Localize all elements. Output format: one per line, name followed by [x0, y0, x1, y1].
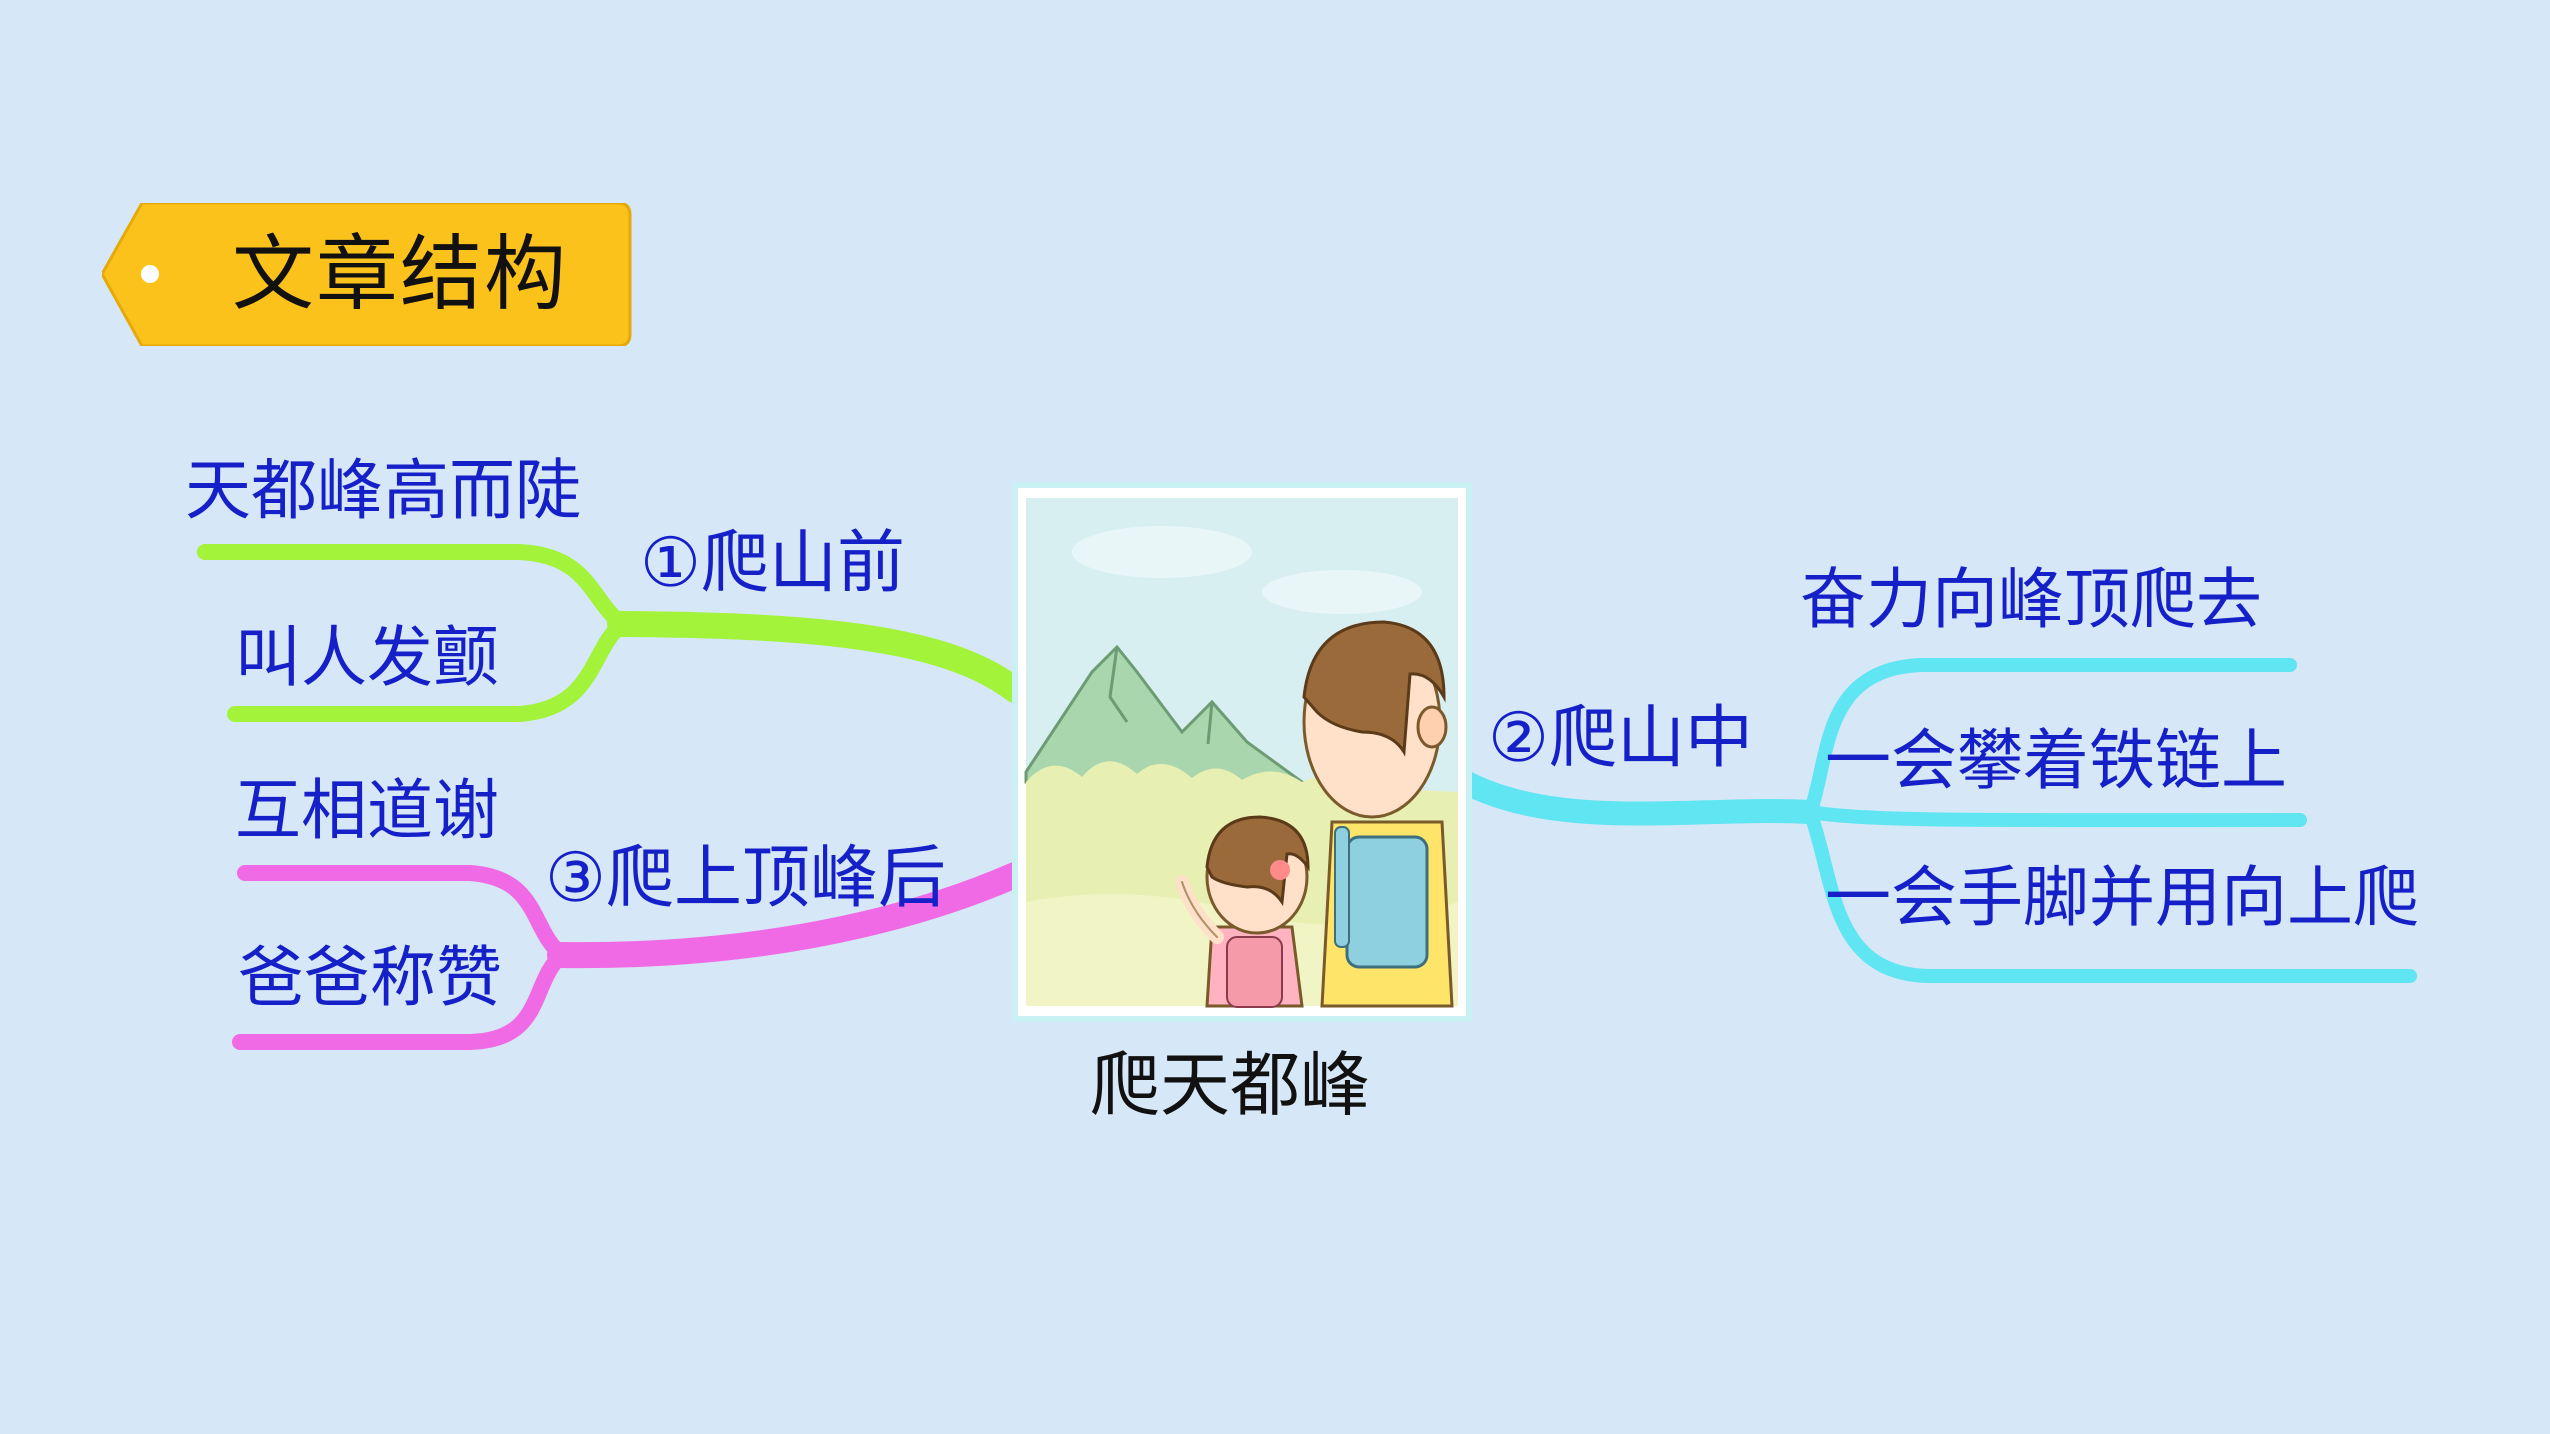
branch-3-main-stroke	[547, 862, 1028, 969]
branch-3-leaf-2-stroke	[232, 947, 570, 1050]
branch-3-leaf-1: 互相道谢	[235, 772, 499, 849]
branch-1-main-stroke	[607, 611, 1028, 703]
branch-2-leaf-1-stroke	[1803, 658, 2297, 819]
branch-2-leaf-3: 一会手脚并用向上爬	[1825, 859, 2419, 936]
branch-3-label: ③爬上顶峰后	[545, 839, 946, 918]
center-title: 爬天都峰	[1090, 1044, 1370, 1126]
branch-2-leaf-2-stroke	[1803, 805, 2307, 828]
mountain-climbing-illustration	[1010, 480, 1474, 1024]
tag-label: 文章结构	[232, 227, 569, 322]
tag-hole-icon	[141, 265, 159, 283]
branch-2-leaf-3-stroke	[1803, 805, 2417, 983]
branch-2-leaf-2: 一会攀着铁链上	[1825, 722, 2287, 799]
section-tag: 文章结构	[102, 203, 632, 346]
child-figure	[1175, 815, 1310, 1008]
branch-2-label: ②爬山中	[1488, 699, 1753, 778]
branch-2-main-stroke	[1453, 770, 1822, 826]
branch-1-leaf-2-stroke	[227, 616, 630, 722]
branch-2-leaf-1: 奋力向峰顶爬去	[1800, 561, 2262, 638]
branch-1-leaf-1: 天都峰高而陡	[185, 452, 581, 529]
branch-3-leaf-1-stroke	[237, 865, 570, 963]
branch-3-leaf-2: 爸爸称赞	[238, 939, 502, 1016]
adult-figure	[1302, 620, 1454, 1008]
branch-1-leaf-1-stroke	[197, 544, 630, 632]
center-illustration	[1010, 480, 1474, 1024]
branch-1-label: ①爬山前	[640, 524, 905, 603]
branch-1-leaf-2: 叫人发颤	[235, 619, 499, 696]
tag-shape	[102, 203, 632, 346]
